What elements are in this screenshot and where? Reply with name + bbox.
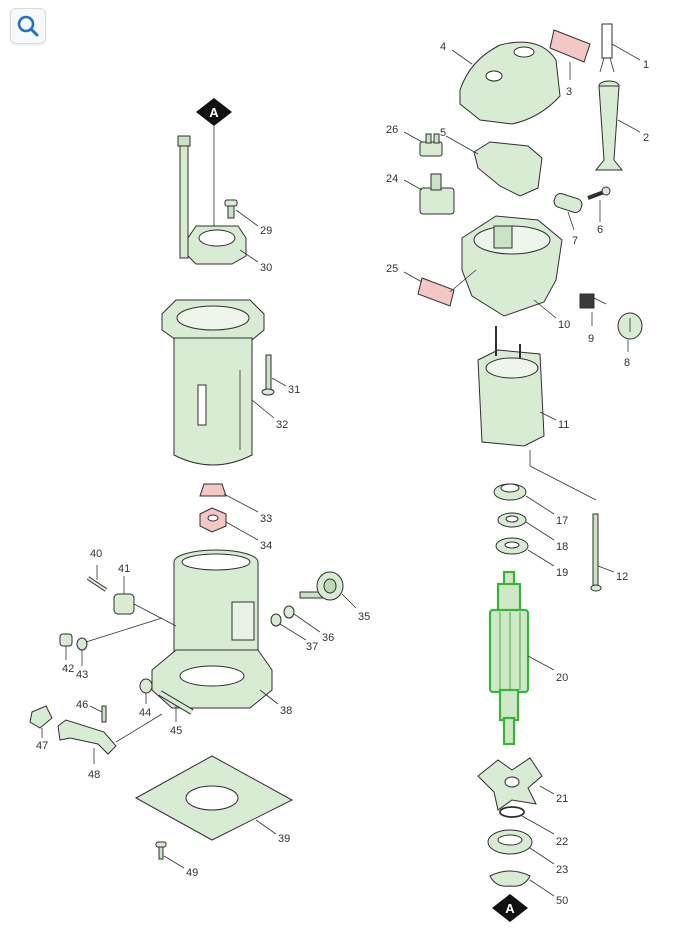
part-35[interactable] xyxy=(299,571,344,601)
part-18[interactable] xyxy=(497,512,527,528)
part-42[interactable] xyxy=(59,633,73,647)
part-11[interactable] xyxy=(477,326,545,447)
part-40[interactable] xyxy=(86,576,108,592)
label-19: 19 xyxy=(556,567,568,579)
part-25[interactable] xyxy=(417,277,455,307)
label-22: 22 xyxy=(556,836,568,848)
label-12: 12 xyxy=(616,571,628,583)
part-17[interactable] xyxy=(493,483,527,501)
part-7[interactable] xyxy=(553,192,584,214)
part-3[interactable] xyxy=(549,29,591,63)
label-23: 23 xyxy=(556,864,568,876)
label-21: 21 xyxy=(556,793,568,805)
label-17: 17 xyxy=(556,515,568,527)
part-31[interactable] xyxy=(261,354,275,396)
label-4: 4 xyxy=(440,41,446,53)
part-47[interactable] xyxy=(29,705,53,729)
label-46: 46 xyxy=(76,699,88,711)
label-40: 40 xyxy=(90,548,102,560)
part-49[interactable] xyxy=(155,841,167,860)
part-26[interactable] xyxy=(419,133,443,157)
part-12[interactable] xyxy=(590,513,602,592)
label-1: 1 xyxy=(643,59,649,71)
label-35: 35 xyxy=(358,611,370,623)
label-44: 44 xyxy=(139,707,151,719)
label-7: 7 xyxy=(572,235,578,247)
part-21[interactable] xyxy=(477,757,543,811)
label-38: 38 xyxy=(280,705,292,717)
marker-a-bottom: A xyxy=(492,894,528,922)
part-24[interactable] xyxy=(419,173,455,215)
part-48[interactable] xyxy=(57,719,117,755)
label-34: 34 xyxy=(260,540,272,552)
label-3: 3 xyxy=(566,86,572,98)
label-10: 10 xyxy=(558,319,570,331)
label-6: 6 xyxy=(597,224,603,236)
magnifier-icon xyxy=(17,15,39,37)
label-29: 29 xyxy=(260,225,272,237)
label-45: 45 xyxy=(170,725,182,737)
part-34[interactable] xyxy=(199,507,227,533)
part-9[interactable] xyxy=(579,293,607,309)
part-5[interactable] xyxy=(473,141,543,197)
label-32: 32 xyxy=(276,419,288,431)
label-48: 48 xyxy=(88,769,100,781)
part-6[interactable] xyxy=(587,186,611,200)
part-39[interactable] xyxy=(134,755,294,841)
label-39: 39 xyxy=(278,833,290,845)
label-31: 31 xyxy=(288,384,300,396)
label-25: 25 xyxy=(386,263,398,275)
label-41: 41 xyxy=(118,563,130,575)
label-37: 37 xyxy=(306,641,318,653)
label-30: 30 xyxy=(260,262,272,274)
label-24: 24 xyxy=(386,173,398,185)
label-9: 9 xyxy=(588,333,594,345)
part-30[interactable] xyxy=(177,135,247,265)
part-38[interactable] xyxy=(151,549,273,709)
label-5: 5 xyxy=(440,127,446,139)
part-1[interactable] xyxy=(599,23,615,73)
part-19[interactable] xyxy=(495,537,529,555)
label-49: 49 xyxy=(186,867,198,879)
part-44[interactable] xyxy=(139,678,153,694)
part-37[interactable] xyxy=(270,613,282,627)
part-45[interactable] xyxy=(158,690,194,715)
label-8: 8 xyxy=(624,357,630,369)
part-20[interactable] xyxy=(488,570,530,746)
part-50[interactable] xyxy=(489,870,531,887)
label-26: 26 xyxy=(386,124,398,136)
part-32[interactable] xyxy=(161,299,265,466)
label-50: 50 xyxy=(556,895,568,907)
label-36: 36 xyxy=(322,632,334,644)
label-18: 18 xyxy=(556,541,568,553)
part-2[interactable] xyxy=(594,80,624,171)
part-10[interactable] xyxy=(461,215,563,317)
part-46[interactable] xyxy=(101,705,107,723)
label-20: 20 xyxy=(556,672,568,684)
label-2: 2 xyxy=(643,132,649,144)
label-47: 47 xyxy=(36,740,48,752)
marker-a-top: A xyxy=(196,98,232,240)
label-42: 42 xyxy=(62,663,74,675)
marker-a-bottom-letter: A xyxy=(505,901,515,916)
part-29[interactable] xyxy=(224,199,238,219)
part-23[interactable] xyxy=(487,829,533,855)
marker-a-top-letter: A xyxy=(209,105,219,120)
label-43: 43 xyxy=(76,669,88,681)
part-41[interactable] xyxy=(113,593,135,615)
part-8[interactable] xyxy=(617,312,643,340)
part-36[interactable] xyxy=(283,605,295,619)
label-33: 33 xyxy=(260,513,272,525)
label-11: 11 xyxy=(558,419,569,431)
part-22[interactable] xyxy=(499,806,525,818)
zoom-button[interactable] xyxy=(10,8,46,44)
part-4[interactable] xyxy=(459,41,561,125)
part-43[interactable] xyxy=(76,637,88,651)
part-33[interactable] xyxy=(199,483,227,497)
